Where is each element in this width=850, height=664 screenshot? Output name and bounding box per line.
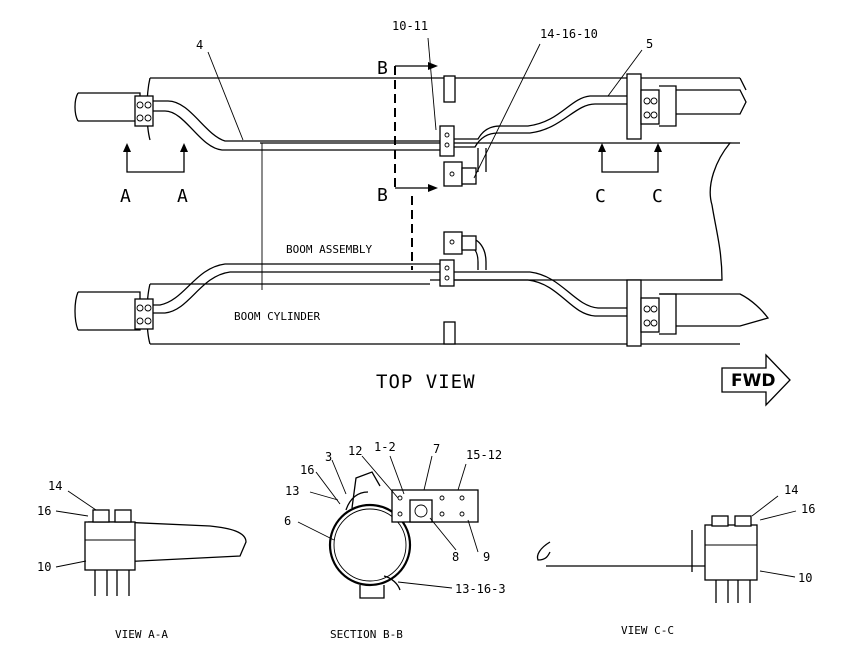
top-view-leaders bbox=[207, 37, 643, 179]
section-bb-callout-7: 7 bbox=[433, 442, 440, 456]
section-bb-callout-13: 13 bbox=[285, 484, 299, 498]
upper-boom-cylinder bbox=[74, 73, 747, 144]
view-cc-caption: VIEW C-C bbox=[621, 624, 674, 637]
section-bb-callout-15-12: 15-12 bbox=[466, 448, 502, 462]
view-cc-callout-16: 16 bbox=[801, 502, 815, 516]
center-clamp-brackets bbox=[439, 75, 477, 345]
top-view-title: TOP VIEW bbox=[376, 371, 476, 393]
fwd-arrow bbox=[721, 353, 791, 407]
section-bb-callout-1-2: 1-2 bbox=[374, 440, 396, 454]
section-marker-c-right: C bbox=[652, 186, 663, 207]
section-bb-callout-6: 6 bbox=[284, 514, 291, 528]
view-a-a: 14 16 10 VIEW A-A bbox=[37, 479, 247, 641]
boom-assembly-label: BOOM ASSEMBLY bbox=[286, 243, 372, 256]
top-view: 4 10-11 14-16-10 5 B B A A C C BOOM ASSE… bbox=[74, 19, 791, 407]
lower-hose-lines bbox=[153, 237, 627, 317]
view-a-marker bbox=[123, 143, 188, 173]
section-bb-callout-16: 16 bbox=[300, 463, 314, 477]
callout-14-16-10: 14-16-10 bbox=[540, 27, 598, 41]
callout-5: 5 bbox=[646, 37, 653, 51]
section-b-b: 16 3 12 1-2 7 15-12 13 6 8 9 13-16-3 SEC… bbox=[284, 440, 506, 641]
view-c-c: 14 16 10 VIEW C-C bbox=[536, 483, 815, 637]
section-marker-b-top: B bbox=[377, 58, 388, 79]
fwd-label: FWD bbox=[731, 371, 775, 391]
section-marker-a-left: A bbox=[120, 186, 131, 207]
callout-10-11: 10-11 bbox=[392, 19, 428, 33]
section-marker-a-right: A bbox=[177, 186, 188, 207]
section-bb-callout-3: 3 bbox=[325, 450, 332, 464]
section-bb-caption: SECTION B-B bbox=[330, 628, 403, 641]
section-bb-callout-8: 8 bbox=[452, 550, 459, 564]
section-marker-c-left: C bbox=[595, 186, 606, 207]
callout-4: 4 bbox=[196, 38, 203, 52]
boom-cylinder-label: BOOM CYLINDER bbox=[234, 310, 320, 323]
view-aa-callout-16: 16 bbox=[37, 504, 51, 518]
section-marker-b-bottom: B bbox=[377, 185, 388, 206]
view-c-marker bbox=[598, 143, 662, 173]
section-bb-callout-9: 9 bbox=[483, 550, 490, 564]
view-aa-callout-10: 10 bbox=[37, 560, 51, 574]
section-b-cut-line bbox=[394, 62, 438, 270]
view-aa-caption: VIEW A-A bbox=[115, 628, 168, 641]
view-cc-callout-14: 14 bbox=[784, 483, 798, 497]
lower-boom-cylinder bbox=[74, 279, 770, 347]
upper-hose-lines bbox=[153, 95, 627, 172]
section-bb-callout-13-16-3: 13-16-3 bbox=[455, 582, 506, 596]
view-cc-callout-10: 10 bbox=[798, 571, 812, 585]
section-bb-callout-12: 12 bbox=[348, 444, 362, 458]
view-aa-callout-14: 14 bbox=[48, 479, 62, 493]
boom-assembly-outline bbox=[261, 142, 732, 290]
